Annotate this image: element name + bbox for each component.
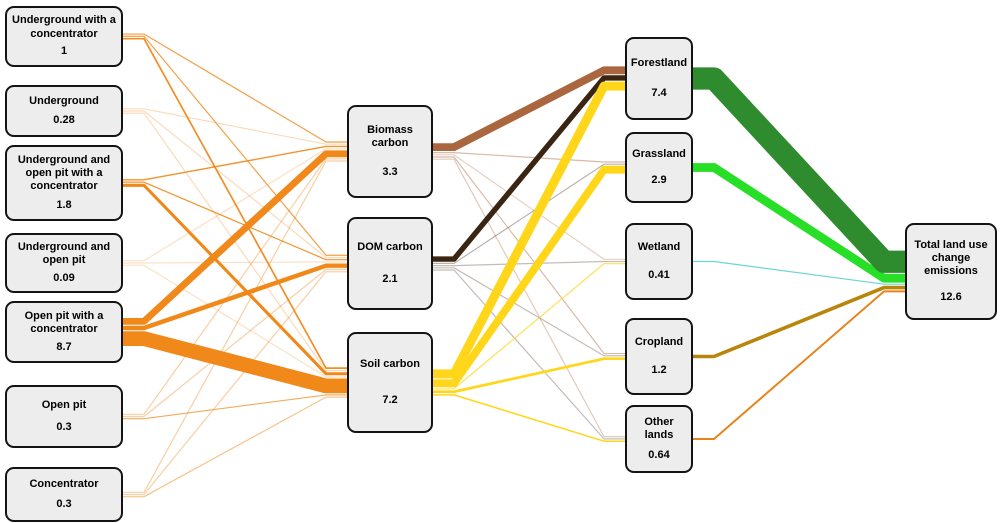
node-ug: Underground 0.28 [5, 85, 123, 137]
node-op_conc: Open pit with a concentrator 8.7 [5, 301, 123, 363]
flow-biomass-grass [432, 152, 626, 163]
node-label: Underground with a concentrator [12, 14, 116, 40]
node-dom: DOM carbon 2.1 [347, 217, 433, 310]
node-label: Other lands [644, 415, 674, 441]
node-value: 0.3 [56, 497, 72, 510]
flow-ug_op_conc-biomass [122, 145, 348, 181]
node-value: 0.3 [56, 421, 72, 434]
flow-forest-total [692, 67, 906, 273]
flow-dom-forest [432, 75, 626, 262]
node-value: 3.3 [382, 165, 398, 178]
node-value: 2.1 [382, 273, 398, 286]
flow-crop-total [692, 285, 906, 359]
flow-ug_conc-biomass [122, 33, 348, 143]
node-value: 1.8 [56, 198, 72, 211]
node-label: Open pit [41, 398, 87, 411]
node-value: 8.7 [56, 341, 72, 353]
node-label: Total land use change emissions [914, 239, 988, 278]
node-label: DOM carbon [357, 240, 423, 253]
node-value: 1 [60, 45, 68, 58]
node-label: Grassland [632, 148, 686, 161]
node-label: Biomass carbon [367, 124, 413, 150]
flow-ug_op-dom [122, 261, 348, 264]
node-value: 12.6 [940, 290, 962, 303]
node-label: Forestland [630, 57, 688, 70]
node-forest: Forestland 7.4 [625, 37, 693, 120]
node-grass: Grassland 2.9 [625, 132, 693, 203]
node-ug_op: Underground and open pit 0.09 [5, 233, 123, 293]
node-label: Underground and open pit [17, 241, 111, 267]
flow-biomass-other [432, 158, 626, 438]
node-value: 0.64 [648, 449, 670, 461]
flow-ug-dom [122, 110, 348, 259]
flow-biomass-crop [432, 156, 626, 355]
node-value: 0.28 [53, 113, 75, 126]
node-label: Soil carbon [360, 358, 420, 371]
node-value: 0.41 [648, 268, 670, 281]
flow-ug_op_conc-soil [122, 183, 348, 376]
flow-ug_conc-soil [122, 37, 348, 369]
node-ug_op_conc: Underground and open pit with a concentr… [5, 145, 123, 221]
flow-ug-biomass [122, 108, 348, 145]
node-ug_conc: Underground with a concentrator 1 [5, 6, 123, 67]
node-label: Underground and open pit with a concentr… [17, 154, 111, 193]
flow-conc-dom [122, 271, 348, 496]
flow-other-total [692, 290, 906, 440]
node-value: 1.2 [651, 363, 667, 376]
node-value: 2.9 [651, 173, 667, 186]
node-label: Wetland [637, 241, 681, 254]
flow-op-dom [122, 268, 348, 418]
node-label: Underground [29, 94, 99, 107]
flow-dom-wet [432, 260, 626, 267]
flow-op_conc-soil [122, 331, 348, 394]
flow-ug_op-soil [122, 264, 348, 378]
node-label: Concentrator [29, 477, 99, 490]
flow-op_conc-dom [122, 263, 348, 331]
flow-op-soil [122, 394, 348, 420]
node-crop: Cropland 1.2 [625, 318, 693, 395]
flow-dom-grass [432, 163, 626, 264]
flow-soil-forest [432, 81, 626, 379]
flow-ug_op_conc-dom [122, 181, 348, 261]
node-value: 7.4 [651, 86, 667, 99]
node-value: 7.2 [382, 393, 398, 406]
flow-biomass-forest [432, 66, 626, 151]
node-other: Other lands 0.64 [625, 405, 693, 473]
node-wet: Wetland 0.41 [625, 223, 693, 300]
node-conc: Concentrator 0.3 [5, 467, 123, 522]
flow-soil-other [432, 394, 626, 442]
node-label: Open pit with a concentrator [24, 309, 104, 335]
node-op: Open pit 0.3 [5, 385, 123, 448]
flow-biomass-wet [432, 154, 626, 260]
flow-wet-total [692, 260, 906, 285]
flow-op_conc-biomass [122, 150, 348, 325]
node-value: 0.09 [53, 271, 75, 284]
node-total: Total land use change emissions 12.6 [905, 223, 997, 320]
flow-op-biomass [122, 158, 348, 415]
flow-conc-soil [122, 396, 348, 498]
node-label: Cropland [634, 336, 684, 349]
flow-grass-total [692, 163, 906, 283]
flow-soil-wet [432, 263, 626, 390]
node-soil: Soil carbon 7.2 [347, 332, 433, 433]
flow-dom-other [432, 269, 626, 440]
flow-soil-crop [432, 357, 626, 394]
flow-ug_conc-dom [122, 35, 348, 256]
flow-soil-grass [432, 165, 626, 388]
node-biomass: Biomass carbon 3.3 [347, 105, 433, 198]
flow-dom-crop [432, 267, 626, 357]
flow-conc-biomass [122, 160, 348, 493]
